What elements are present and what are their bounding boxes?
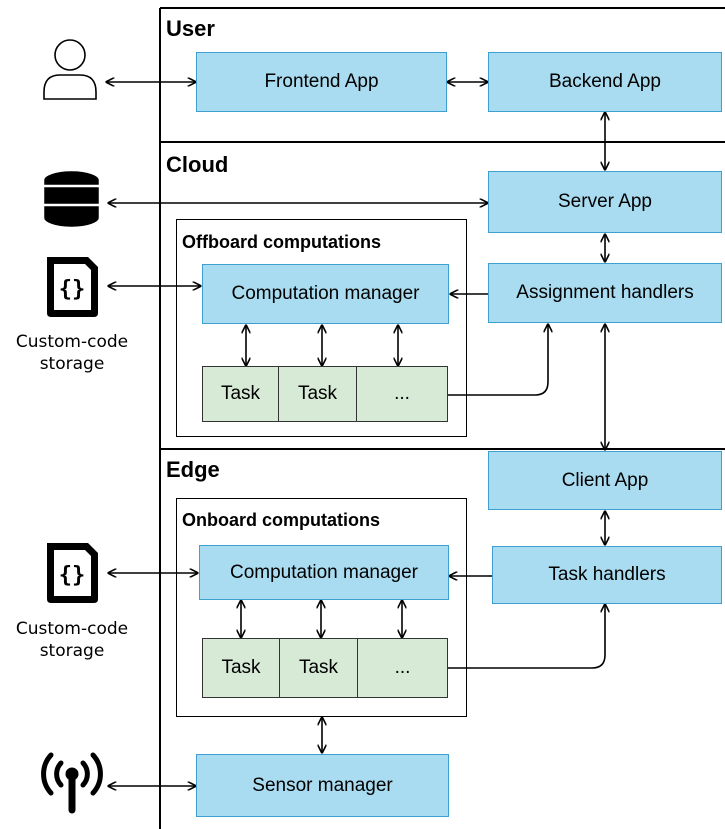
code-file-glyph: {} xyxy=(59,563,86,588)
onboard-computation-manager-node: Computation manager xyxy=(199,545,449,600)
section-title-edge: Edge xyxy=(166,457,220,482)
frontend-app-node: Frontend App xyxy=(196,52,447,112)
assignment-handlers-node: Assignment handlers xyxy=(488,263,722,323)
section-title-cloud: Cloud xyxy=(166,152,229,177)
code-file-glyph: {} xyxy=(59,277,86,302)
offboard-computations-group xyxy=(176,219,467,437)
onboard-task-2: Task xyxy=(279,638,358,698)
backend-app-node: Backend App xyxy=(488,52,722,112)
custom-code-storage-caption: Custom-code storage xyxy=(15,332,129,374)
server-app-node: Server App xyxy=(488,171,722,233)
offboard-task-2: Task xyxy=(278,366,357,422)
arrow-onboard-tasks-to-taskhandlers xyxy=(448,604,605,669)
onboard-task-1: Task xyxy=(202,638,280,698)
onboard-task-more: ... xyxy=(357,638,448,698)
task-handlers-node: Task handlers xyxy=(492,546,722,604)
database-icon xyxy=(41,168,102,230)
offboard-task-more: ... xyxy=(356,366,448,422)
offboard-computation-manager-node: Computation manager xyxy=(202,264,449,324)
antenna-icon xyxy=(41,752,103,814)
code-file-icon: {} xyxy=(47,543,98,603)
section-frame xyxy=(159,7,725,829)
section-title-user: User xyxy=(166,16,215,41)
onboard-computations-group xyxy=(176,498,467,717)
code-file-icon: {} xyxy=(47,257,98,317)
offboard-task-1: Task xyxy=(202,366,279,422)
sensor-manager-node: Sensor manager xyxy=(196,754,449,817)
onboard-computations-title: Onboard computations xyxy=(182,510,380,530)
custom-code-storage-caption: Custom-code storage xyxy=(15,619,129,661)
offboard-computations-title: Offboard computations xyxy=(182,232,381,252)
client-app-node: Client App xyxy=(488,451,722,510)
user-icon xyxy=(43,39,97,100)
arrow-offboard-tasks-to-assignment xyxy=(448,324,548,396)
